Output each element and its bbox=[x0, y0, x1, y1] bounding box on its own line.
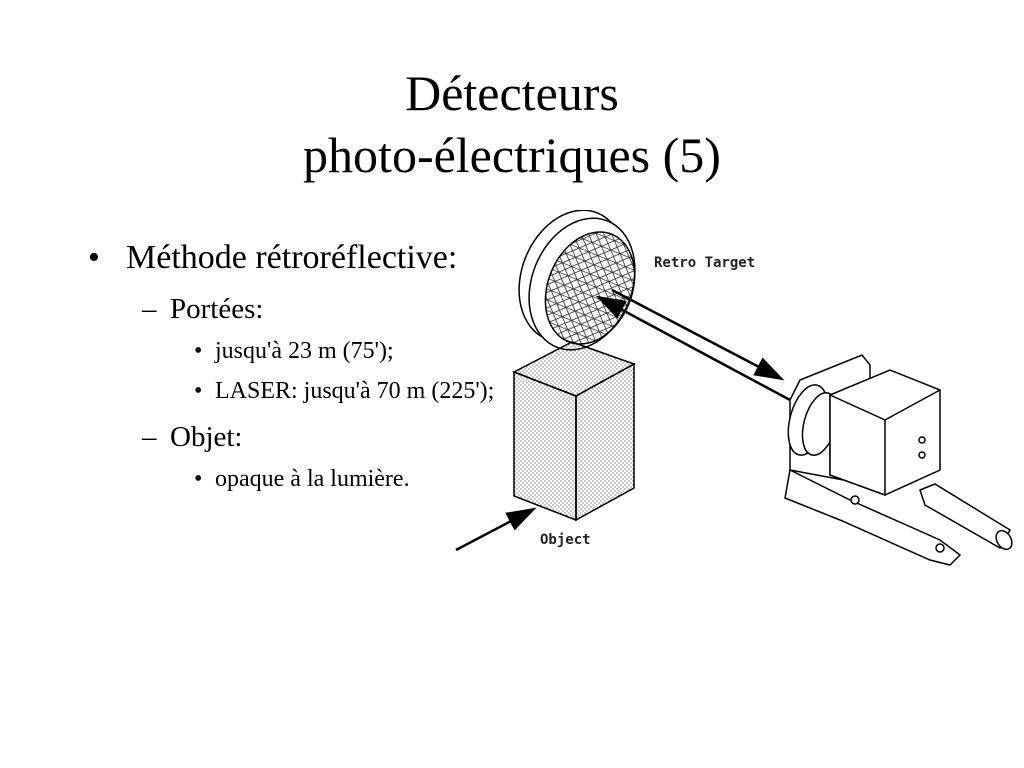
slide-title-line-1: Détecteurs bbox=[405, 65, 619, 121]
object-label: Object bbox=[540, 532, 591, 548]
object-desc-text: opaque à la lumière. bbox=[215, 466, 410, 492]
emitted-beam-arrow bbox=[611, 288, 785, 381]
slide-title-line-2: photo-électriques (5) bbox=[303, 127, 721, 183]
bullet-method-text: Méthode rétroréflective: bbox=[126, 239, 458, 276]
dash-marker: – bbox=[142, 421, 157, 453]
object-motion-arrow bbox=[455, 507, 537, 552]
retroreflective-diagram: Retro Target Object bbox=[455, 210, 1013, 566]
bullet-list: • Méthode rétroréflective: – Portées: • … bbox=[84, 236, 524, 496]
object-desc-item: • opaque à la lumière. bbox=[84, 462, 495, 496]
subbullet-ranges-text: Portées: bbox=[170, 293, 264, 325]
bullet-marker: • bbox=[88, 239, 100, 276]
retro-target-reflector bbox=[518, 210, 636, 351]
subbullet-ranges: – Portées: bbox=[84, 290, 524, 328]
range-standard-text: jusqu'à 23 m (75'); bbox=[215, 338, 394, 364]
reflected-beam-arrow bbox=[595, 295, 791, 402]
bullet-method: • Méthode rétroréflective: bbox=[84, 236, 524, 280]
dash-marker: – bbox=[142, 293, 157, 325]
bullet-marker: • bbox=[194, 378, 203, 404]
photoelectric-sensor bbox=[784, 354, 1013, 566]
retro-target-label: Retro Target bbox=[654, 255, 755, 271]
subbullet-object-text: Objet: bbox=[170, 421, 243, 453]
bullet-marker: • bbox=[194, 466, 203, 492]
range-standard-item: • jusqu'à 23 m (75'); bbox=[84, 334, 495, 368]
range-laser-text: LASER: jusqu'à 70 m (225'); bbox=[215, 378, 495, 404]
subbullet-object: – Objet: bbox=[84, 418, 524, 456]
object-box bbox=[512, 341, 636, 522]
bullet-marker: • bbox=[194, 338, 203, 364]
slide-title: Détecteurs photo-électriques (5) bbox=[0, 62, 1024, 186]
range-laser-item: • LASER: jusqu'à 70 m (225'); bbox=[84, 374, 495, 408]
